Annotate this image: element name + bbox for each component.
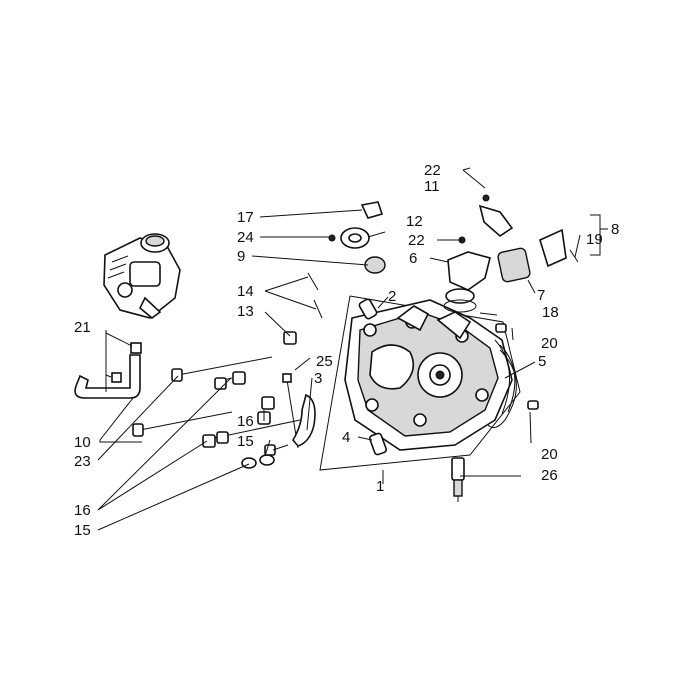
- label-9: 9: [237, 248, 245, 265]
- intake-group: [445, 194, 579, 304]
- label-11: 11: [424, 178, 440, 195]
- hose-clamp: [130, 342, 142, 354]
- label-14: 14: [237, 283, 254, 300]
- label-22b: 22: [408, 232, 425, 249]
- label-2: 2: [388, 288, 396, 305]
- temp-sensor: [283, 331, 297, 345]
- leader-lines: [97, 167, 608, 531]
- label-6: 6: [409, 250, 417, 267]
- label-22a: 22: [424, 162, 441, 179]
- callout-labels: 1 2 3 4 5 6 7 8 9 10 11 12 13 14 15 15 1…: [74, 162, 619, 539]
- label-5: 5: [538, 353, 546, 370]
- spark-plug: [451, 457, 465, 502]
- side-gasket: [487, 349, 517, 429]
- label-10: 10: [74, 434, 91, 451]
- label-24: 24: [237, 229, 254, 246]
- label-8: 8: [611, 221, 619, 238]
- label-17: 17: [237, 209, 254, 226]
- label-26: 26: [541, 467, 558, 484]
- thermostat-group: [328, 201, 386, 274]
- label-1: 1: [376, 478, 384, 495]
- drain-hose: [74, 354, 141, 399]
- label-21: 21: [74, 319, 91, 336]
- label-16a: 16: [237, 413, 254, 430]
- label-19: 19: [586, 231, 603, 248]
- label-25: 25: [316, 353, 333, 370]
- o-ring: [443, 299, 477, 313]
- pin-20b: [527, 400, 539, 410]
- label-20b: 20: [541, 446, 558, 463]
- cylinder-head-assembly: [319, 295, 521, 471]
- hose-clamp-2: [111, 372, 122, 383]
- stud-bolts: [132, 356, 301, 441]
- stud-14a: [307, 272, 319, 291]
- label-15b: 15: [74, 522, 91, 539]
- label-18: 18: [542, 304, 559, 321]
- label-15a: 15: [237, 433, 254, 450]
- bolt-head-25: [282, 373, 292, 383]
- label-16b: 16: [74, 502, 91, 519]
- valve-guides: [358, 298, 388, 456]
- label-20a: 20: [541, 335, 558, 352]
- label-12: 12: [406, 213, 423, 230]
- label-13: 13: [237, 303, 254, 320]
- carburetor: [103, 233, 181, 320]
- nuts-washers: [202, 371, 289, 469]
- label-3: 3: [314, 370, 322, 387]
- label-23: 23: [74, 453, 91, 470]
- stud-14b: [313, 299, 323, 319]
- label-4: 4: [342, 429, 350, 446]
- label-7: 7: [537, 287, 545, 304]
- pin-20a: [495, 323, 507, 333]
